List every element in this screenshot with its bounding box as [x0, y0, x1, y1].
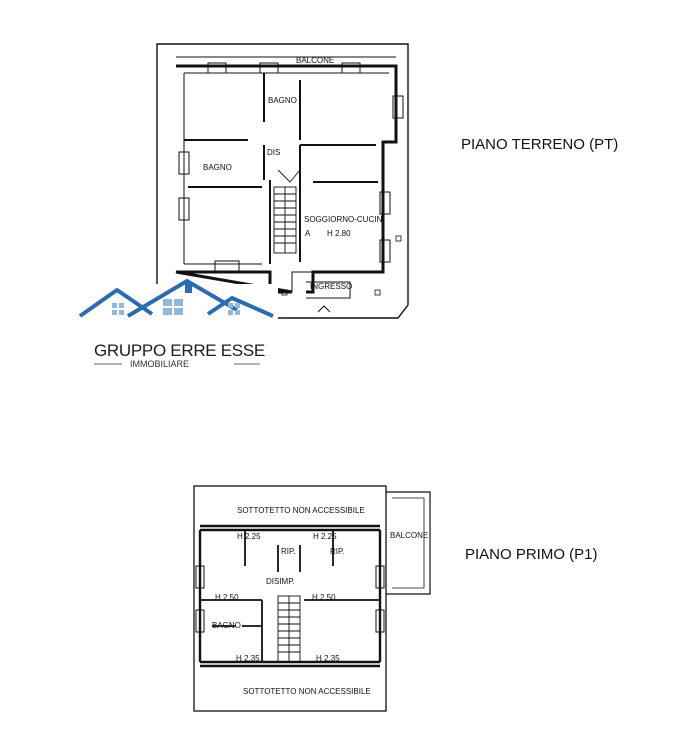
ground-entrance-label: INGRESSO	[310, 282, 352, 291]
first-attic-top-label: SOTTOTETTO NON ACCESSIBILE	[237, 506, 365, 515]
brand-subtitle: IMMOBILIARE	[130, 359, 189, 369]
first-floor-title: PIANO PRIMO (P1)	[465, 546, 598, 563]
first-bath-label: BAGNO	[212, 621, 241, 630]
ground-living-label: SOGGIORNO-CUCIN	[304, 215, 382, 224]
first-floor-stairs	[277, 595, 301, 663]
first-storage2-label: RIP.	[330, 547, 345, 556]
ground-stairs	[273, 169, 301, 254]
first-attic-bottom-label: SOTTOTETTO NON ACCESSIBILE	[243, 687, 371, 696]
window-icon	[112, 299, 240, 315]
ground-hall-label: DIS	[267, 148, 280, 157]
ground-marker-label: A	[305, 229, 311, 238]
first-balcony-label: BALCONE	[390, 531, 428, 540]
first-h-ml-label: H 2.50	[215, 593, 239, 602]
first-h-tr-label: H 2.25	[313, 532, 337, 541]
ground-bath1-label: BAGNO	[268, 96, 297, 105]
ground-floor-title: PIANO TERRENO (PT)	[461, 136, 618, 153]
brand-name: GRUPPO ERRE ESSE	[94, 341, 265, 360]
roof-icon	[78, 279, 274, 318]
first-h-mr-label: H 2.50	[312, 593, 336, 602]
ground-height-label: H 2.80	[327, 229, 351, 238]
first-landing-label: DISIMP.	[266, 577, 295, 586]
brand-logo: GRUPPO ERRE ESSE IMMOBILIARE	[78, 279, 278, 369]
ground-floor-plan	[156, 43, 409, 319]
first-h-br-label: H 2.35	[316, 654, 340, 663]
ground-bath2-label: BAGNO	[203, 163, 232, 172]
first-floor-plan	[193, 485, 431, 712]
first-h-tl-label: H 2.25	[237, 532, 261, 541]
ground-balcony-label: BALCONE	[296, 56, 334, 65]
first-storage1-label: RIP.	[281, 547, 296, 556]
chimney-icon	[185, 283, 192, 293]
first-h-bl-label: H 2.35	[236, 654, 260, 663]
